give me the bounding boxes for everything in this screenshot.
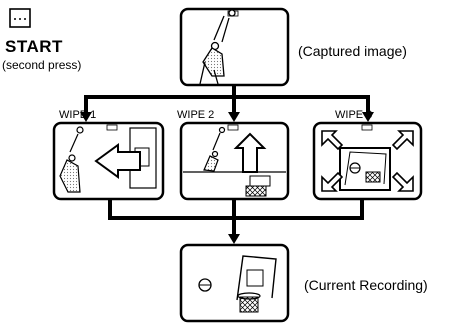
wipe-3-label: WIPE 3 [335,109,373,121]
start-sublabel: (second press) [2,58,82,72]
wipe-1-thumbnail [52,121,165,201]
merge-arrows [108,199,364,244]
captured-image-caption: (Captured image) [298,43,407,59]
wipe-2-label: WIPE 2 [177,109,215,121]
wipe-3-thumbnail [312,121,423,201]
captured-image-thumbnail [179,7,290,87]
start-button-icon [9,8,31,28]
player-figure-icon [199,9,236,85]
start-label: START [5,37,63,56]
current-recording-thumbnail [179,243,290,323]
wipe-2-thumbnail [179,121,290,201]
current-recording-caption: (Current Recording) [304,277,428,293]
branch-arrows [80,85,374,122]
wipe-1-label: WIPE 1 [59,109,97,121]
